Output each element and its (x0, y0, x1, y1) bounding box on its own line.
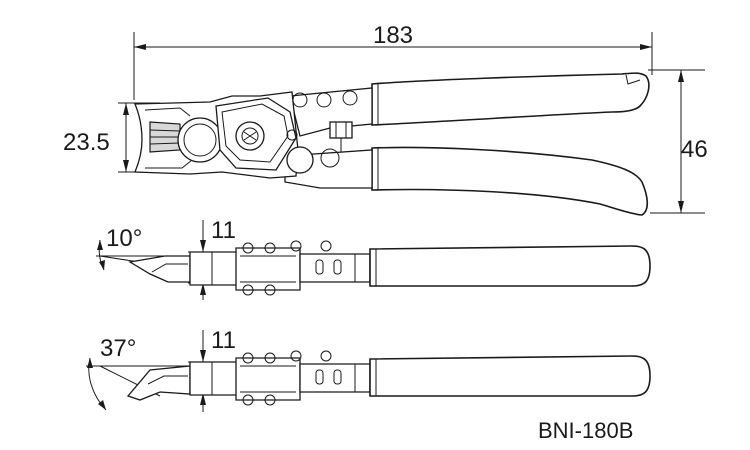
thickness-11-top-label: 11 (211, 217, 236, 244)
adjusting-screw (329, 121, 353, 139)
rear-pivot (286, 146, 314, 174)
overall-length-dimension: 183 (133, 22, 653, 100)
plier-top-view-10deg: 10° 11 (96, 217, 651, 300)
angle-37-label: 37° (100, 335, 136, 362)
jaw-height-label: 23.5 (63, 129, 110, 156)
main-pivot (177, 117, 223, 163)
thickness-11-bottom-label: 11 (211, 327, 236, 354)
angle-10-label: 10° (106, 225, 142, 252)
grip-middle-view (369, 245, 651, 287)
upper-handle-grip (371, 72, 650, 126)
model-number: BNI-180B (538, 418, 633, 443)
overall-length-label: 183 (373, 22, 413, 49)
handle-spread-label: 46 (681, 136, 708, 163)
grip-bottom-view (369, 355, 651, 397)
jaw-height-dimension: 23.5 (63, 102, 160, 173)
lower-handle-grip (371, 146, 649, 216)
plier-side-view (134, 72, 650, 216)
plier-top-view-37deg: 37° 11 (86, 327, 651, 412)
handle-spread-dimension: 46 (648, 69, 708, 214)
